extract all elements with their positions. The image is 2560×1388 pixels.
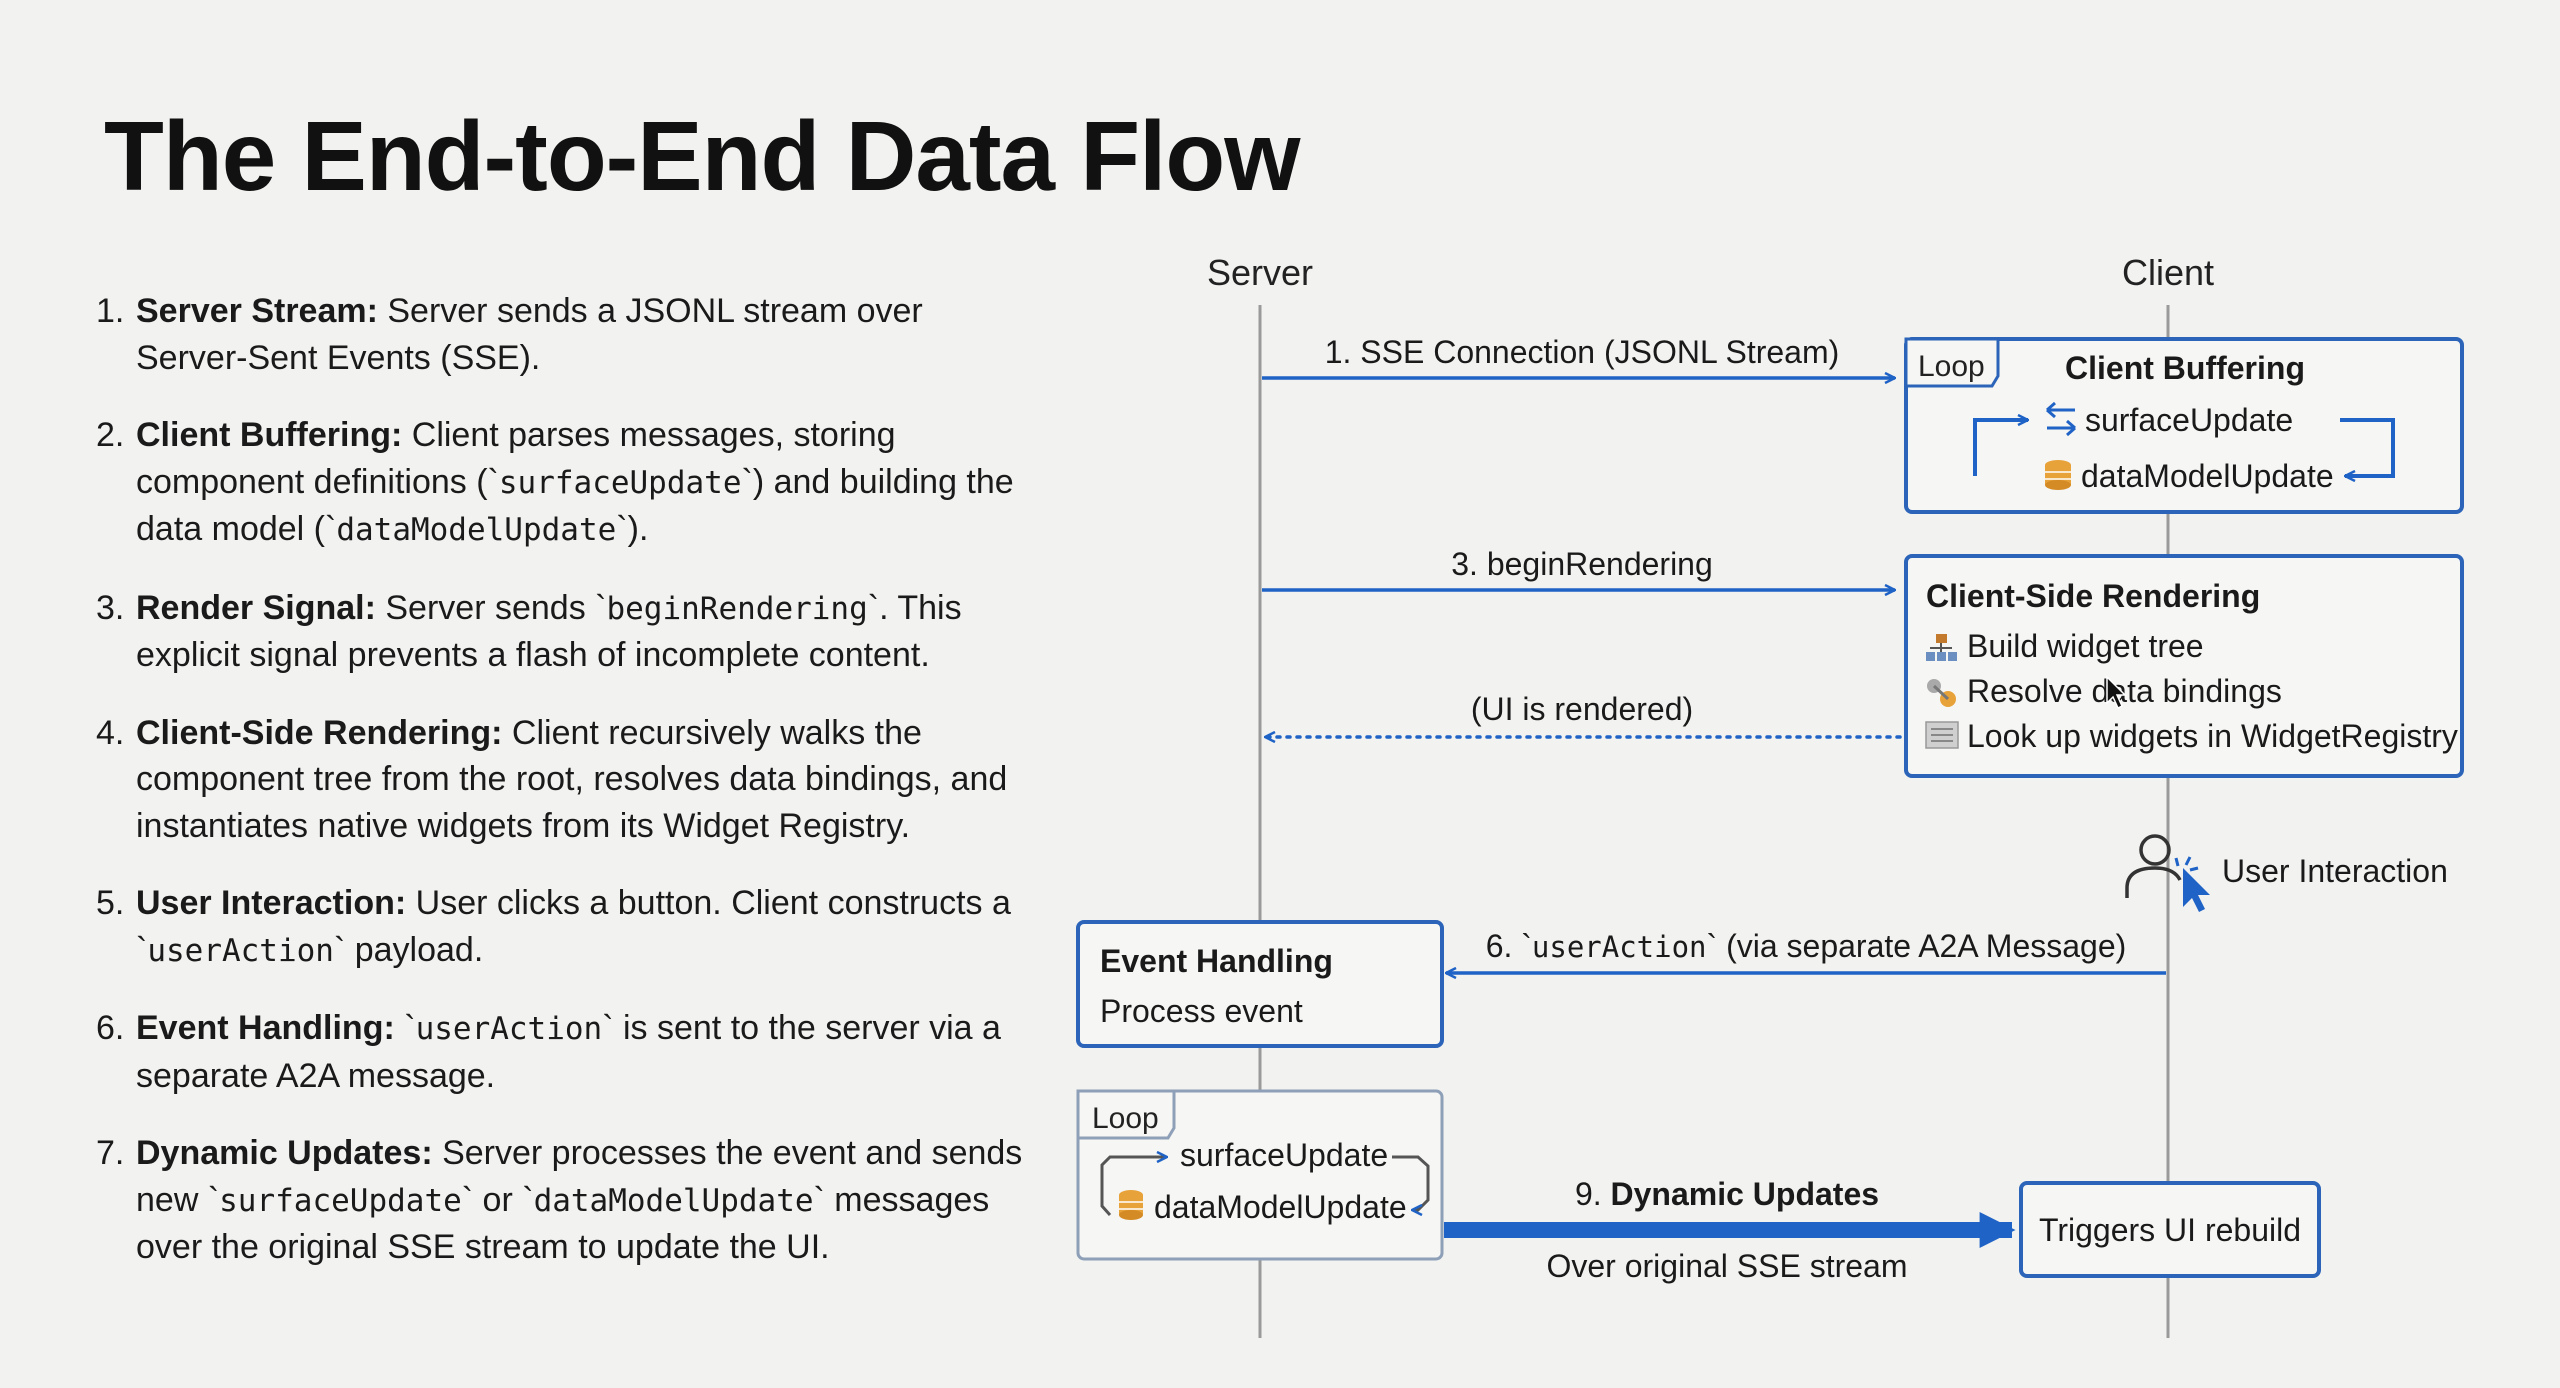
step-item: 1. Server Stream: Server sends a JSONL st… xyxy=(96,288,1036,381)
step-number: 7. xyxy=(96,1134,125,1172)
step-segment: User clicks a button. Client constructs … xyxy=(136,884,1011,969)
step-text: Render Signal: Server sends `beginRender… xyxy=(136,585,1036,679)
step-code: dataModelUpdate xyxy=(533,1182,814,1219)
server-database-icon xyxy=(1119,1190,1143,1220)
event-handling-title: Event Handling xyxy=(1100,943,1333,979)
step-text: Event Handling: `userAction` is sent to … xyxy=(136,1005,1036,1099)
msg9-label: 9. Dynamic Updates xyxy=(1575,1176,1879,1212)
database-icon xyxy=(2045,460,2071,490)
step-segment: Server sends ` xyxy=(375,588,607,627)
step-number: 5. xyxy=(96,884,125,922)
step-number: 4. xyxy=(96,713,125,752)
step-code: userAction xyxy=(147,932,334,969)
client-label: Client xyxy=(2122,252,2214,293)
step-segment: ` or ` xyxy=(461,1180,534,1219)
registry-icon xyxy=(1925,721,1959,749)
step-item: 4. Client-Side Rendering: Client recursiv… xyxy=(96,710,1036,850)
step-segment: `). xyxy=(616,510,649,548)
step-segment: Client recursively walks the component t… xyxy=(136,713,1008,845)
buffer-item-datamodel: dataModelUpdate xyxy=(2081,458,2334,494)
client-buffering-box: Loop Client Buffering surfaceUpdate data… xyxy=(1904,337,2464,514)
steps-list: 1. Server Stream: Server sends a JSONL st… xyxy=(96,288,1036,1302)
step-code: surfaceUpdate xyxy=(498,464,742,501)
swap-icon xyxy=(2046,401,2076,437)
step-heading: Dynamic Updates: xyxy=(136,1134,433,1172)
page-title: The End-to-End Data Flow xyxy=(104,101,1300,211)
server-loop-label: Loop xyxy=(1092,1102,1159,1135)
user-icon xyxy=(2125,834,2210,912)
event-handling-box: Event Handling Process event xyxy=(1076,920,1444,1048)
step-text: Dynamic Updates: Server processes the ev… xyxy=(136,1130,1036,1271)
render-item-lookup: Look up widgets in WidgetRegistry xyxy=(1967,718,2458,754)
step-number: 1. xyxy=(96,292,125,330)
step-segment: Server processes the event and sends new… xyxy=(136,1134,1023,1219)
step-segment: `. This explicit signal prevents a flash… xyxy=(136,588,962,675)
step-code: beginRendering xyxy=(606,590,868,627)
user-interaction-label: User Interaction xyxy=(2222,853,2448,889)
step-item: 3. Render Signal: Server sends `beginRend… xyxy=(96,585,1036,679)
step-text: Server Stream: Server sends a JSONL stre… xyxy=(136,288,1036,381)
step-segment: Server sends a JSONL stream over Server-… xyxy=(136,292,923,377)
tree-icon xyxy=(1926,634,1957,661)
step-heading: Event Handling: xyxy=(136,1009,395,1047)
render-item-resolve: Resolve data bindings xyxy=(1967,673,2282,709)
ui-rendered-label: (UI is rendered) xyxy=(1471,691,1693,727)
step-heading: Client-Side Rendering: xyxy=(136,713,503,752)
step-item: 2. Client Buffering: Client parses messag… xyxy=(96,412,1036,554)
server-loop-box: Loop surfaceUpdate dataModelUpdate xyxy=(1076,1089,1444,1261)
step-number: 6. xyxy=(96,1009,125,1047)
step-segment: ` is sent to the server via a separate A… xyxy=(136,1009,1001,1095)
link-icon xyxy=(1927,679,1956,707)
server-loop-surface: surfaceUpdate xyxy=(1180,1137,1388,1173)
step-segment: ` payload. xyxy=(333,930,484,969)
step-code: surfaceUpdate xyxy=(219,1182,462,1219)
step-text: Client-Side Rendering: Client recursivel… xyxy=(136,710,1036,850)
msg6-label: 6. `userAction` (via separate A2A Messag… xyxy=(1486,928,2127,964)
step-heading: Client Buffering: xyxy=(136,416,403,454)
server-label: Server xyxy=(1207,252,1313,293)
buffer-item-surface: surfaceUpdate xyxy=(2085,402,2293,438)
step-heading: Render Signal: xyxy=(136,588,376,627)
step-text: User Interaction: User clicks a button. … xyxy=(136,880,1036,974)
step-item: 7. Dynamic Updates: Server processes the … xyxy=(96,1130,1036,1271)
client-rendering-box: Client-Side Rendering Build widget tree … xyxy=(1904,554,2464,778)
client-rendering-title: Client-Side Rendering xyxy=(1926,578,2260,614)
render-item-build: Build widget tree xyxy=(1967,628,2204,664)
step-heading: Server Stream: xyxy=(136,292,378,330)
loop-label: Loop xyxy=(1918,350,1985,383)
triggers-box: Triggers UI rebuild xyxy=(2019,1181,2321,1278)
triggers-label: Triggers UI rebuild xyxy=(2039,1212,2301,1248)
step-segment: ` xyxy=(394,1009,416,1047)
step-item: 5. User Interaction: User clicks a button… xyxy=(96,880,1036,974)
server-loop-datamodel: dataModelUpdate xyxy=(1154,1189,1407,1225)
event-handling-body: Process event xyxy=(1100,993,1303,1029)
step-item: 6. Event Handling: `userAction` is sent t… xyxy=(96,1005,1036,1099)
cursor-icon xyxy=(2106,675,2127,710)
msg9-sub: Over original SSE stream xyxy=(1546,1248,1907,1284)
step-number: 3. xyxy=(96,588,125,627)
step-heading: User Interaction: xyxy=(136,884,407,922)
step-segment: Client parses messages, storing componen… xyxy=(136,416,896,501)
step-segment: ` messages over the original SSE stream … xyxy=(136,1180,990,1267)
msg1-label: 1. SSE Connection (JSONL Stream) xyxy=(1325,334,1840,370)
step-segment: `) and building the data model (` xyxy=(136,462,1014,549)
step-code: dataModelUpdate xyxy=(336,512,617,548)
client-buffering-title: Client Buffering xyxy=(2065,350,2305,386)
step-number: 2. xyxy=(96,416,125,454)
step-code: userAction xyxy=(415,1011,603,1047)
step-text: Client Buffering: Client parses messages… xyxy=(136,412,1036,554)
msg3-label: 3. beginRendering xyxy=(1451,546,1713,582)
